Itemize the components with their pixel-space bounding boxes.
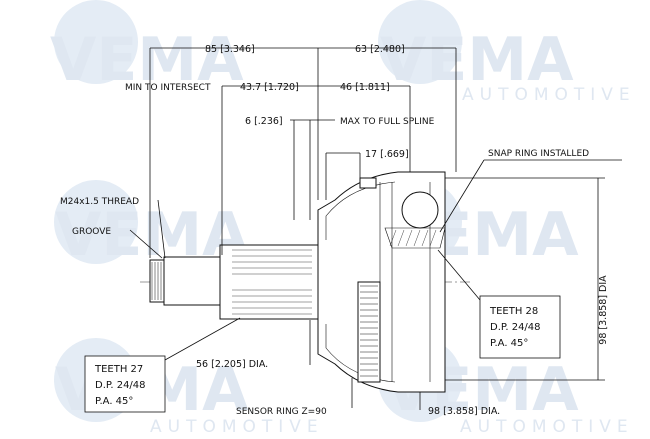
- inner-spline-spec-box: TEETH 28 D.P. 24/48 P.A. 45°: [479, 295, 561, 359]
- inner-teeth: TEETH 28: [489, 306, 538, 317]
- label-groove: GROOVE: [72, 227, 111, 237]
- watermark-subtitle: AUTOMOTIVE: [460, 417, 634, 437]
- watermark-brand: VEMA: [380, 25, 574, 95]
- ball-cage: [384, 191, 446, 249]
- dim-overall-left: 85 [3.346]: [205, 44, 255, 55]
- dim-overall-right: 63 [2.480]: [355, 44, 405, 55]
- dim-min-intersect-label: MIN TO INTERSECT: [125, 83, 211, 93]
- dim-max-full-spline: MAX TO FULL SPLINE: [340, 117, 435, 127]
- dim-min-intersect-value: 43.7 [1.720]: [240, 82, 299, 93]
- dim-shaft-dia: 56 [2.205] DIA.: [196, 359, 268, 370]
- watermark-subtitle: AUTOMOTIVE: [462, 85, 636, 105]
- sensor-ring: [357, 281, 381, 383]
- dim-right-inner: 46 [1.811]: [340, 82, 390, 93]
- dim-housing-dia-bottom: 98 [3.858] DIA.: [428, 406, 500, 417]
- inner-dp: D.P. 24/48: [490, 322, 541, 333]
- dim-spline-offset: 17 [.669]: [365, 149, 409, 160]
- outer-dp: D.P. 24/48: [95, 380, 146, 391]
- label-thread: M24x1.5 THREAD: [60, 197, 139, 207]
- splined-shaft: [219, 244, 319, 320]
- watermark-top-right: VEMA AUTOMOTIVE: [378, 0, 636, 105]
- watermark-top-left: VEMA: [50, 0, 244, 95]
- watermark-brand: VEMA: [50, 25, 244, 95]
- outer-teeth: TEETH 27: [94, 364, 143, 375]
- dim-housing-dia-right: 98 [3.858] DIA: [598, 275, 609, 345]
- dim-thread-offset: 6 [.236]: [245, 116, 283, 127]
- watermark-subtitle: AUTOMOTIVE: [150, 417, 324, 437]
- label-snap-ring: SNAP RING INSTALLED: [488, 149, 589, 159]
- leader-lines: [129, 159, 622, 361]
- dimension-lines: [149, 47, 605, 410]
- inner-pa: P.A. 45°: [490, 338, 528, 349]
- threaded-stub: [149, 256, 221, 306]
- outer-pa: P.A. 45°: [95, 396, 133, 407]
- outer-spline-spec-box: TEETH 27 D.P. 24/48 P.A. 45°: [84, 355, 166, 413]
- label-sensor-ring: SENSOR RING Z=90: [236, 407, 327, 417]
